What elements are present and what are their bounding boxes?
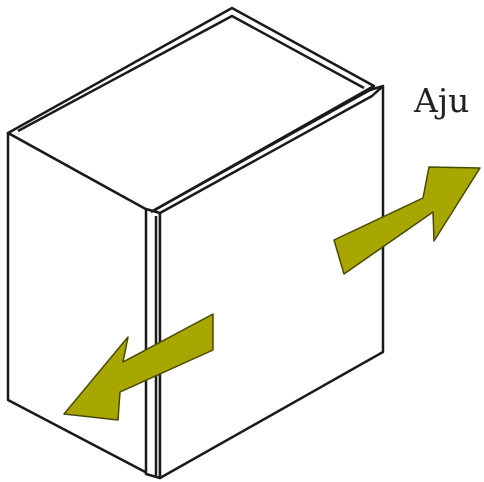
arrow-down-left-icon [63, 313, 214, 421]
wall-cabinet-icon [6, 6, 385, 480]
cabinet-top-edge [17, 14, 365, 133]
caption-label: Aju [414, 81, 470, 120]
arrow-up-right-icon [333, 166, 481, 275]
cabinet-door-top-lip [150, 84, 384, 214]
